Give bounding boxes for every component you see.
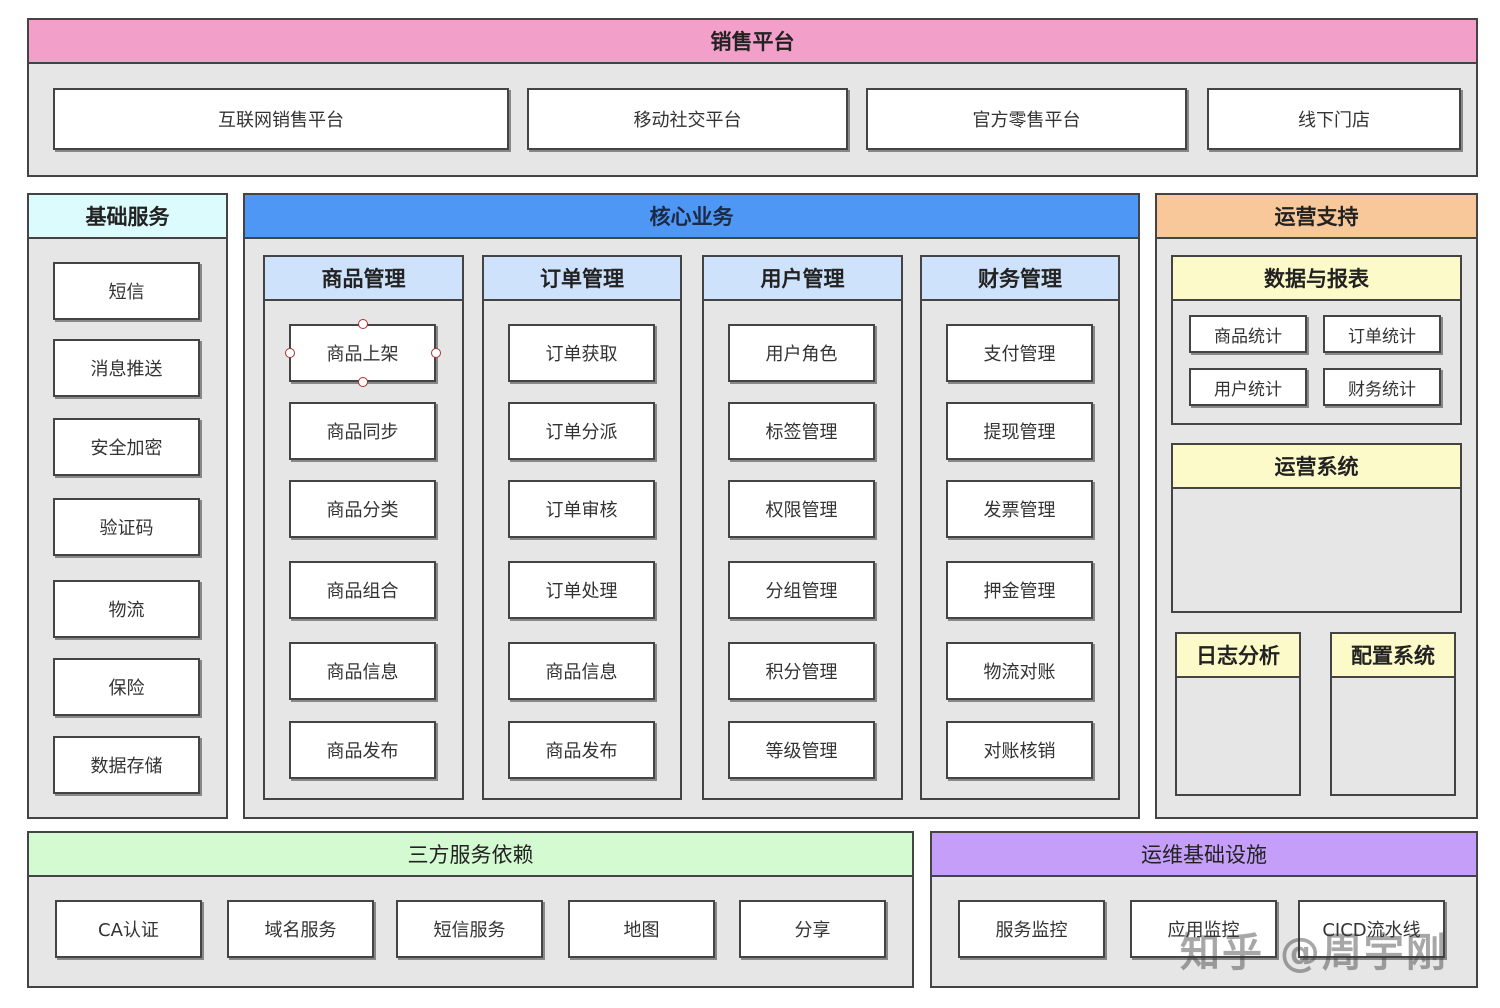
user-item-tag[interactable]: 标签管理 <box>728 402 875 460</box>
report-item-product[interactable]: 商品统计 <box>1189 315 1307 353</box>
finance-item-logistics-recon[interactable]: 物流对账 <box>946 642 1093 700</box>
finance-item-deposit[interactable]: 押金管理 <box>946 561 1093 619</box>
product-item-info[interactable]: 商品信息 <box>289 642 436 700</box>
order-item-fetch[interactable]: 订单获取 <box>508 324 655 382</box>
ops-support-header: 运营支持 <box>1155 193 1478 239</box>
basic-item-sms[interactable]: 短信 <box>53 262 200 320</box>
basic-item-storage[interactable]: 数据存储 <box>53 736 200 794</box>
report-item-order[interactable]: 订单统计 <box>1323 315 1441 353</box>
sales-item-official-retail[interactable]: 官方零售平台 <box>866 88 1187 150</box>
infra-header: 运维基础设施 <box>930 831 1478 877</box>
report-item-user[interactable]: 用户统计 <box>1189 368 1307 406</box>
product-item-category[interactable]: 商品分类 <box>289 480 436 538</box>
third-party-item-sms[interactable]: 短信服务 <box>396 900 543 958</box>
ops-system-header: 运营系统 <box>1171 443 1462 489</box>
reports-header: 数据与报表 <box>1171 255 1462 301</box>
sales-item-mobile-social[interactable]: 移动社交平台 <box>527 88 848 150</box>
config-system-header: 配置系统 <box>1330 632 1456 678</box>
third-party-item-share[interactable]: 分享 <box>739 900 886 958</box>
sales-item-offline-store[interactable]: 线下门店 <box>1207 88 1461 150</box>
third-party-header: 三方服务依赖 <box>27 831 914 877</box>
product-mgmt-header: 商品管理 <box>263 255 464 301</box>
third-party-item-map[interactable]: 地图 <box>568 900 715 958</box>
order-item-dispatch[interactable]: 订单分派 <box>508 402 655 460</box>
user-item-role[interactable]: 用户角色 <box>728 324 875 382</box>
basic-item-insurance[interactable]: 保险 <box>53 658 200 716</box>
user-item-level[interactable]: 等级管理 <box>728 721 875 779</box>
third-party-item-ca[interactable]: CA认证 <box>55 900 202 958</box>
basic-item-logistics[interactable]: 物流 <box>53 580 200 638</box>
selection-handle-left[interactable] <box>285 348 295 358</box>
basic-item-push[interactable]: 消息推送 <box>53 339 200 397</box>
order-mgmt-header: 订单管理 <box>482 255 682 301</box>
finance-item-payment[interactable]: 支付管理 <box>946 324 1093 382</box>
selection-handle-right[interactable] <box>431 348 441 358</box>
sales-platform-header: 销售平台 <box>27 18 1478 64</box>
basic-item-encryption[interactable]: 安全加密 <box>53 418 200 476</box>
infra-item-app-monitor[interactable]: 应用监控 <box>1130 900 1277 958</box>
infra-item-service-monitor[interactable]: 服务监控 <box>958 900 1105 958</box>
sales-item-internet[interactable]: 互联网销售平台 <box>53 88 509 150</box>
selection-handle-top[interactable] <box>358 319 368 329</box>
basic-services-header: 基础服务 <box>27 193 228 239</box>
order-item-product-publish[interactable]: 商品发布 <box>508 721 655 779</box>
basic-item-captcha[interactable]: 验证码 <box>53 498 200 556</box>
finance-item-invoice[interactable]: 发票管理 <box>946 480 1093 538</box>
product-item-bundle[interactable]: 商品组合 <box>289 561 436 619</box>
core-business-header: 核心业务 <box>243 193 1140 239</box>
report-item-finance[interactable]: 财务统计 <box>1323 368 1441 406</box>
finance-mgmt-header: 财务管理 <box>920 255 1120 301</box>
finance-item-withdraw[interactable]: 提现管理 <box>946 402 1093 460</box>
infra-item-cicd[interactable]: CICD流水线 <box>1298 900 1445 958</box>
order-item-review[interactable]: 订单审核 <box>508 480 655 538</box>
product-item-sync[interactable]: 商品同步 <box>289 402 436 460</box>
finance-item-recon-writeoff[interactable]: 对账核销 <box>946 721 1093 779</box>
third-party-item-dns[interactable]: 域名服务 <box>227 900 374 958</box>
order-item-process[interactable]: 订单处理 <box>508 561 655 619</box>
order-item-product-info[interactable]: 商品信息 <box>508 642 655 700</box>
selection-handle-bottom[interactable] <box>358 377 368 387</box>
zhihu-watermark: 知乎 @周宇刚 <box>1180 930 1448 976</box>
user-mgmt-header: 用户管理 <box>702 255 903 301</box>
user-item-points[interactable]: 积分管理 <box>728 642 875 700</box>
user-item-group[interactable]: 分组管理 <box>728 561 875 619</box>
log-analysis-header: 日志分析 <box>1175 632 1301 678</box>
product-item-listing[interactable]: 商品上架 <box>289 324 436 382</box>
product-item-publish[interactable]: 商品发布 <box>289 721 436 779</box>
user-item-permission[interactable]: 权限管理 <box>728 480 875 538</box>
